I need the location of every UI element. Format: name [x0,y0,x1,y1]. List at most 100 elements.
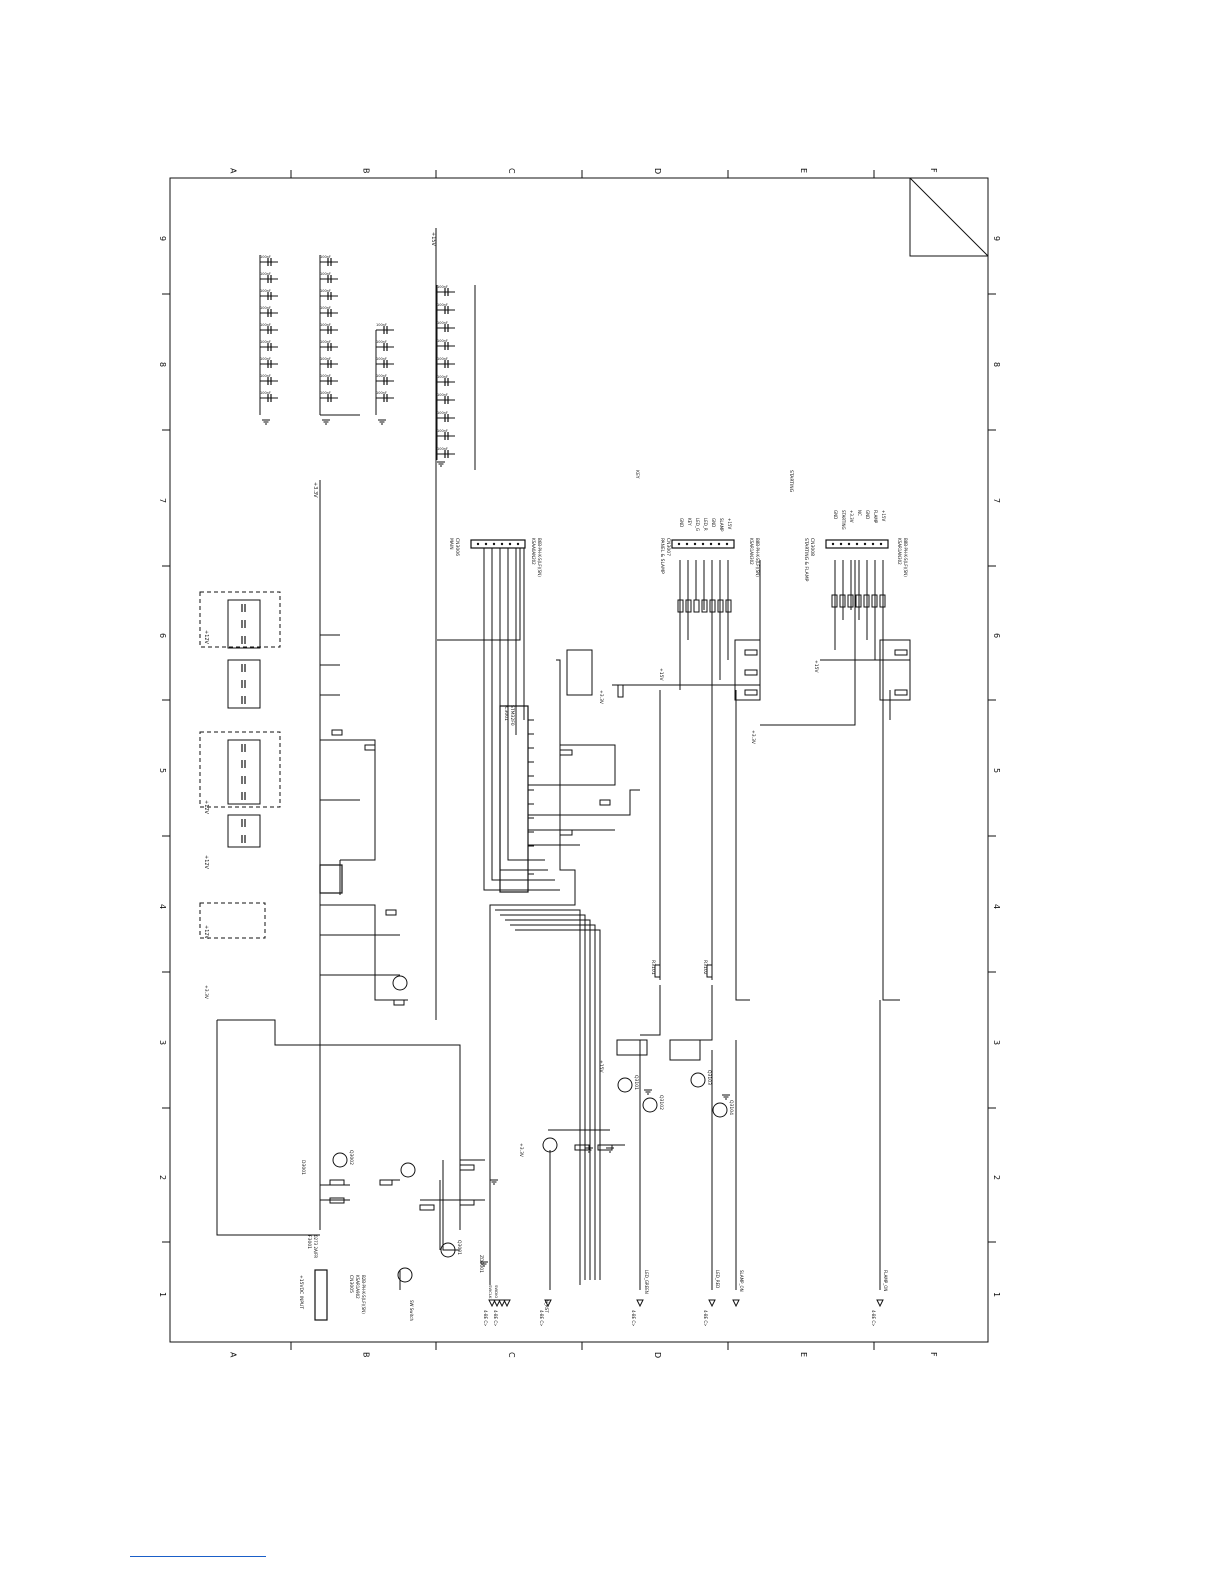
connector-cn3007-pin [709,542,713,546]
cap-bank-b-value: 100nF [320,272,331,276]
passive-part [706,964,713,978]
cn3007-title: PANEL & SLAMP [659,538,665,574]
wire [495,909,581,1285]
transistor-ref: Q3002 [348,1150,354,1165]
net-swclk: SWCLK [488,1285,493,1299]
zone-row-left: 3 [158,1040,167,1045]
connector-cn3007-pin [717,542,721,546]
transistor [690,1072,706,1088]
passive-part [654,964,661,978]
wire [437,548,521,641]
zone-row-right: 2 [992,1175,1001,1180]
transistor [712,1102,728,1118]
cap-bank-d-value: 100nF [437,285,448,289]
zone-row-left: 1 [158,1292,167,1297]
zone-row-right: 7 [992,498,1001,503]
transistor [542,1137,558,1153]
footer-rule [130,1556,266,1557]
cn3007-pin-label: LED_R [703,518,708,531]
regulator-ic [319,864,343,894]
wire [640,985,661,1036]
connector-cn3006 [470,539,526,549]
wire [374,935,408,1001]
rail-label-12v: +12V [203,800,209,815]
transistor [397,1267,413,1283]
mcu-ref: IC3001 [503,705,509,721]
passive-part [894,689,908,696]
series-resistor [725,599,732,613]
cap-bank-a-value: 100nF [260,255,271,259]
cap-block [227,814,261,848]
connector-cn3007-pin [677,542,681,546]
cap-bank-d-value: 100nF [437,447,448,451]
wire [882,560,900,1001]
connector-cn3008-pin [863,542,867,546]
zone-col-bottom: D [653,1352,662,1358]
cn3008-pin-label: STARTING [841,510,846,530]
signal-port [498,1299,506,1308]
passive-part [617,684,624,698]
cap-bank-c-value: 100nF [376,374,387,378]
wire [507,548,545,861]
cap-bank-d-value: 100nF [437,321,448,325]
cn3006-part: KSAA0AN202 [531,538,536,565]
zone-col-bottom: C [507,1352,516,1358]
cap-bank-c-value: 100nF [376,391,387,395]
connector-cn3008-pin [855,542,859,546]
connector-cn3007-pin [701,542,705,546]
passive-part [419,1204,435,1211]
transistor [617,1077,633,1093]
cn3007-pin-label: KEY [687,518,692,526]
components: 100nF 100nF 100nF 100nF 100nF 100nF 100nF 100nF… [199,255,911,1321]
fuse-ref: F3001 [306,1235,312,1249]
net-slamp: SLAMP_ON [739,1270,744,1292]
zone-col-top: F [929,168,938,173]
series-resistor [879,594,886,608]
wire [510,924,596,1280]
connector-cn3006-pin [500,542,504,546]
connector-cn3007-pin [693,542,697,546]
zone-row-left: 5 [158,768,167,773]
cap-bank-b-value: 100nF [320,255,331,259]
cap-bank-d-value: 100nF [437,375,448,379]
cap-bank-b-value: 100nF [320,374,331,378]
wire [760,560,856,726]
cn3008-pin-label: NC [857,510,862,516]
zone-row-right: 6 [992,633,1001,638]
cn3007-pin-label: +15V [727,518,732,529]
cn3007-pin-label: SLAMP [719,518,724,532]
passive-part [329,1179,345,1186]
wire [320,739,376,861]
transistor-ref: Q3104 [728,1100,734,1115]
connector-cn3007-pin [725,542,729,546]
transistor-ref: Q3001 [456,1240,462,1255]
cn3008-title: STARTING & FLAMP [803,538,809,582]
cap-bank-d-value: 100nF [437,303,448,307]
zone-row-left: 9 [158,236,167,241]
cn3006-sub: B6B-PH-K-S(LF)(SN) [537,538,542,577]
cn3005-title: +15VDC INPUT [298,1275,304,1309]
cap-bank-d-value: 100nF [437,357,448,361]
net-sw-switch: SW Switch [409,1300,414,1321]
fuse-part: 0273 2A/FR [313,1235,318,1258]
signal-port [732,1299,740,1308]
zone-row-right: 5 [992,768,1001,773]
cap-bank-b-value: 100nF [320,323,331,327]
rail-label-3v3: +3.3V [312,482,318,498]
cap-bank-a-value: 100nF [260,374,271,378]
connector-cn3006-pin [476,542,480,546]
series-resistor [847,594,854,608]
zone-row-left: 6 [158,633,167,638]
part-outline [616,1039,648,1056]
rail-label-12v: +12V [203,630,209,645]
cap-block [227,599,261,649]
zone-col-top: E [799,168,808,173]
net-led-red: LED_RED [715,1270,720,1288]
cn3008-pin-label: +3.3V [849,510,854,523]
cn3005-part: KSAR1A902 [355,1275,360,1299]
wire [505,919,591,1280]
connector-cn3008 [825,539,889,549]
cap-bank-a-value: 100nF [260,357,271,361]
wire [612,560,761,686]
